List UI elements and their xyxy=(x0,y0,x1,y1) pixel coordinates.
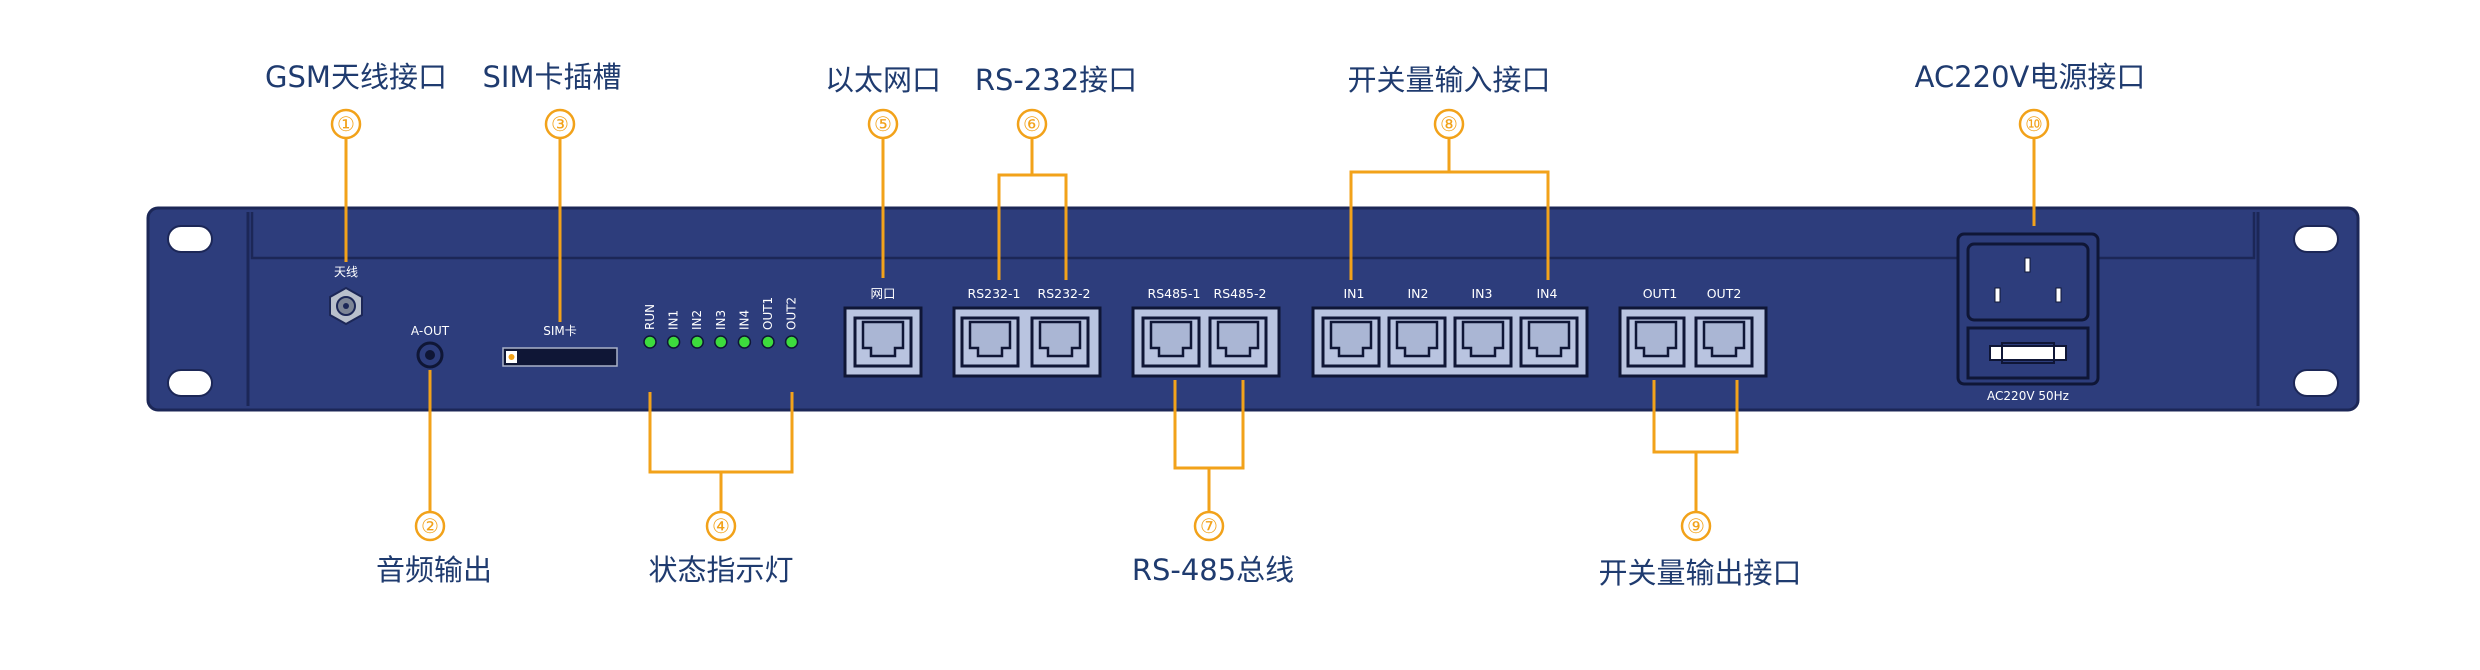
status-led xyxy=(737,335,752,349)
digital-output-port-2 xyxy=(1694,316,1754,368)
digital-input-port-3 xyxy=(1453,316,1513,368)
callout-4: ④ 状态指示灯 xyxy=(648,510,794,587)
mount-hole xyxy=(167,369,213,397)
aout-label: A-OUT xyxy=(411,324,450,338)
antenna-connector: 天线 xyxy=(329,265,363,326)
led-label: IN1 xyxy=(667,310,681,330)
callout-number: ⑨ xyxy=(1687,514,1705,538)
status-led xyxy=(643,335,657,349)
callout-label: GSM天线接口 xyxy=(265,60,447,94)
eth-label: 网口 xyxy=(870,286,895,301)
callout-10: AC220V电源接口 ⑩ xyxy=(1915,60,2146,140)
callout-number: ② xyxy=(421,514,439,538)
callout-number: ③ xyxy=(551,112,569,136)
led-label: OUT1 xyxy=(761,297,775,330)
out-label-1: OUT1 xyxy=(1643,286,1678,301)
status-led xyxy=(761,335,775,349)
callout-number: ⑩ xyxy=(2025,112,2043,136)
rs232-port-1 xyxy=(960,316,1020,368)
led-label: IN3 xyxy=(714,310,728,330)
callout-label: AC220V电源接口 xyxy=(1915,60,2146,94)
callout-3: SIM卡插槽 ③ xyxy=(483,60,622,140)
leader-lines xyxy=(344,137,2036,511)
callout-number: ① xyxy=(337,112,355,136)
callout-9: ⑨ 开关量输出接口 xyxy=(1598,510,1802,590)
led-label: IN4 xyxy=(737,310,751,330)
digital-output-port-1 xyxy=(1626,316,1686,368)
callout-label: SIM卡插槽 xyxy=(483,60,622,94)
ethernet-port xyxy=(853,316,913,368)
sim-slot: SIM卡 xyxy=(502,324,618,367)
led-label: RUN xyxy=(643,304,657,330)
out-label-2: OUT2 xyxy=(1707,286,1742,301)
callout-number: ⑦ xyxy=(1200,514,1218,538)
callout-label: RS-485总线 xyxy=(1132,553,1294,587)
in-label-4: IN4 xyxy=(1537,286,1558,301)
mount-hole xyxy=(2293,369,2339,397)
callout-2: ② 音频输出 xyxy=(376,510,492,587)
status-led xyxy=(714,335,728,349)
callout-label: 开关量输出接口 xyxy=(1598,556,1801,590)
callout-6: RS-232接口 ⑥ xyxy=(975,63,1137,140)
callout-7: ⑦ RS-485总线 xyxy=(1132,510,1294,587)
rs485-port-1 xyxy=(1141,316,1201,368)
callout-number: ⑥ xyxy=(1023,112,1041,136)
digital-input-port-1 xyxy=(1321,316,1381,368)
led-label: OUT2 xyxy=(785,297,799,330)
callout-1: GSM天线接口 ① xyxy=(265,60,447,140)
callout-5: 以太网口 ⑤ xyxy=(825,63,941,140)
power-inlet: AC220V 50Hz xyxy=(1956,232,2100,403)
power-label: AC220V 50Hz xyxy=(1987,389,2069,403)
callout-label: 以太网口 xyxy=(825,63,941,97)
rs232-label-2: RS232-2 xyxy=(1038,286,1091,301)
status-led xyxy=(666,335,681,349)
rs485-port-2 xyxy=(1208,316,1268,368)
callout-label: RS-232接口 xyxy=(975,63,1137,97)
status-led xyxy=(690,335,704,349)
rs232-label-1: RS232-1 xyxy=(968,286,1021,301)
mount-hole xyxy=(167,225,213,253)
sim-label: SIM卡 xyxy=(543,324,577,338)
rs232-port-2 xyxy=(1030,316,1090,368)
digital-input-port-4 xyxy=(1519,316,1579,368)
digital-input-port-group: IN1 IN2 IN3 IN4 xyxy=(1311,286,1589,378)
callout-number: ④ xyxy=(712,514,730,538)
in-label-3: IN3 xyxy=(1472,286,1493,301)
audio-out-jack: A-OUT xyxy=(411,324,450,369)
ethernet-port-group: 网口 xyxy=(843,286,923,378)
status-led xyxy=(784,335,799,349)
callout-number: ⑧ xyxy=(1440,112,1458,136)
digital-output-port-group: OUT1 OUT2 xyxy=(1618,286,1768,378)
rs485-label-2: RS485-2 xyxy=(1214,286,1267,301)
callout-label: 音频输出 xyxy=(376,553,492,587)
callout-number: ⑤ xyxy=(874,112,892,136)
in-label-2: IN2 xyxy=(1408,286,1429,301)
digital-input-port-2 xyxy=(1387,316,1447,368)
rs485-label-1: RS485-1 xyxy=(1148,286,1201,301)
led-label: IN2 xyxy=(690,310,704,330)
mount-hole xyxy=(2293,225,2339,253)
callout-8: 开关量输入接口 ⑧ xyxy=(1347,63,1551,140)
rs232-port-group: RS232-1 RS232-2 xyxy=(952,286,1102,378)
status-led-group: RUN IN1 IN2 IN3 IN4 OUT1 OUT2 xyxy=(643,297,799,349)
callout-label: 开关量输入接口 xyxy=(1347,63,1550,97)
rs485-port-group: RS485-1 RS485-2 xyxy=(1131,286,1281,378)
antenna-label: 天线 xyxy=(334,265,358,279)
callout-label: 状态指示灯 xyxy=(648,553,793,587)
in-label-1: IN1 xyxy=(1344,286,1365,301)
